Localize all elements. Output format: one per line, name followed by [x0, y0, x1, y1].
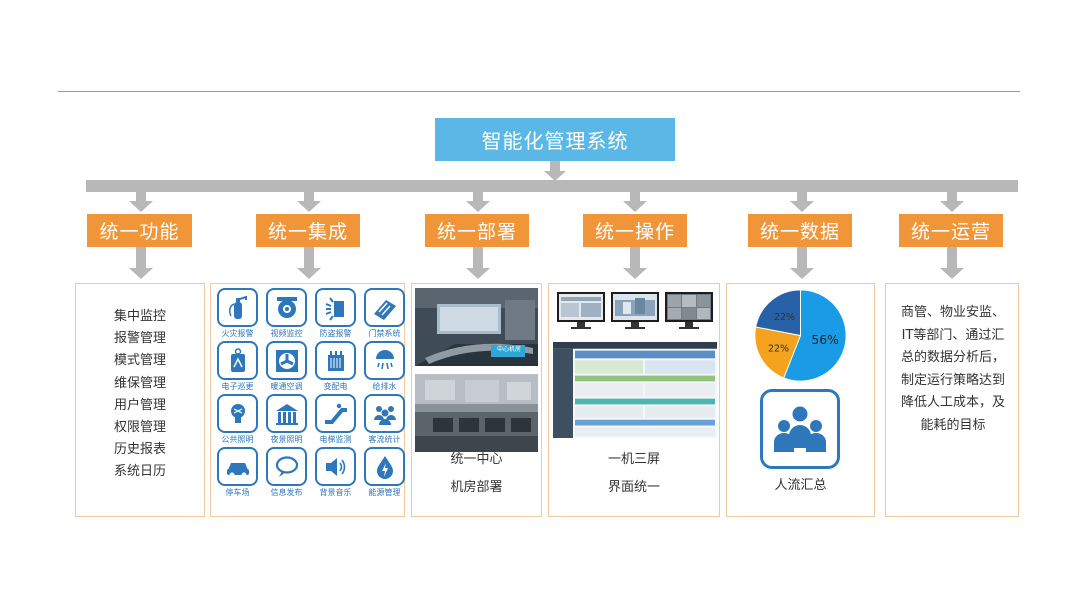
category-label-operations: 统一运营 — [899, 214, 1003, 247]
function-item: 模式管理 — [113, 353, 166, 369]
bulb-icon — [217, 394, 258, 433]
horizontal-bus — [86, 180, 1018, 192]
pie-slice-2 — [754, 326, 802, 379]
root-node: 智能化管理系统 — [435, 118, 675, 161]
integration-item-info: 信息发布 — [264, 447, 309, 498]
control-room-photo — [415, 288, 538, 366]
integration-icon-grid: 火灾报警 视频监控 防盗报警 门禁系统 电子巡更 — [215, 288, 407, 498]
integration-item-video: 视频监控 — [264, 288, 309, 339]
integration-item-night-light: 夜景照明 — [264, 394, 309, 445]
hvac-fan-icon — [266, 341, 307, 380]
pie-slice-label-2: 22% — [768, 343, 789, 354]
category-label-operation: 统一操作 — [583, 214, 687, 247]
speaker-icon — [315, 447, 356, 486]
panel-deployment: 中心机房 统一中心 机房部署 — [411, 283, 542, 517]
integration-item-access: 门禁系统 — [362, 288, 407, 339]
integration-item-burglar: 防盗报警 — [313, 288, 358, 339]
root-title: 智能化管理系统 — [481, 129, 629, 153]
fire-extinguisher-icon — [217, 288, 258, 327]
integration-item-energy: 能源管理 — [362, 447, 407, 498]
panel-operations: 商管、物业安监、IT等部门、通过汇总的数据分析后，制定运行策略达到降低人工成本，… — [885, 283, 1019, 517]
operations-description: 商管、物业安监、IT等部门、通过汇总的数据分析后，制定运行策略达到降低人工成本，… — [900, 305, 1005, 433]
integration-item-elevator: 电梯监测 — [313, 394, 358, 445]
building-light-icon — [266, 394, 307, 433]
category-label-data: 统一数据 — [748, 214, 852, 247]
car-icon — [217, 447, 258, 486]
deployment-line-1: 统一中心 — [450, 452, 503, 467]
arrow-label-3 — [466, 247, 490, 279]
function-item: 集中监控 — [113, 309, 166, 324]
dome-camera-icon — [266, 288, 307, 327]
integration-item-water: 给排水 — [362, 341, 407, 392]
operation-line-2: 界面统一 — [607, 480, 660, 495]
pie-chart: 56% 22% 22% — [754, 289, 847, 382]
integration-item-patrol: 电子巡更 — [215, 341, 260, 392]
shower-icon — [364, 341, 405, 380]
category-label-integration: 统一集成 — [256, 214, 360, 247]
arrow-bus-1 — [129, 192, 153, 212]
integration-item-power: 变配电 — [313, 341, 358, 392]
panel-data: 56% 22% 22% 人流汇总 — [726, 283, 875, 517]
panel-operation: 一机三屏 界面统一 — [548, 283, 720, 517]
pie-slice-1 — [783, 289, 847, 382]
arrow-bus-2 — [297, 192, 321, 212]
arrow-label-5 — [790, 247, 814, 279]
dashboard-screenshot — [553, 342, 717, 438]
top-divider — [58, 91, 1020, 92]
integration-item-public-light: 公共照明 — [215, 394, 260, 445]
photo-sign: 中心机房 — [496, 346, 521, 353]
function-item: 用户管理 — [113, 397, 166, 413]
function-item: 报警管理 — [113, 331, 166, 347]
function-item: 系统日历 — [113, 464, 166, 480]
server-room-photo — [415, 374, 538, 452]
operation-line-1: 一机三屏 — [607, 452, 660, 467]
category-label-deployment: 统一部署 — [425, 214, 529, 247]
three-monitors-image — [557, 292, 713, 329]
arrow-label-4 — [623, 247, 647, 279]
panel-integration: 火灾报警 视频监控 防盗报警 门禁系统 电子巡更 — [210, 283, 405, 517]
pie-slice-3 — [755, 289, 801, 337]
deployment-caption: 统一中心 机房部署 — [412, 446, 541, 502]
arrow-label-6 — [940, 247, 964, 279]
transformer-icon — [315, 341, 356, 380]
alarm-siren-icon — [315, 288, 356, 327]
escalator-icon — [315, 394, 356, 433]
integration-item-parking: 停车场 — [215, 447, 260, 498]
integration-item-fire-alarm: 火灾报警 — [215, 288, 260, 339]
operation-caption: 一机三屏 界面统一 — [549, 446, 719, 502]
access-card-icon — [364, 288, 405, 327]
pie-slice-label-1: 56% — [811, 333, 839, 347]
integration-item-hvac: 暖通空调 — [264, 341, 309, 392]
integration-item-passenger: 客流统计 — [362, 394, 407, 445]
arrow-bus-5 — [790, 192, 814, 212]
patrol-tag-icon — [217, 341, 258, 380]
integration-item-music: 背景音乐 — [313, 447, 358, 498]
arrow-bus-3 — [466, 192, 490, 212]
arrow-bus-4 — [623, 192, 647, 212]
root-connector-arrow — [544, 161, 566, 181]
category-label-function: 统一功能 — [87, 214, 192, 247]
function-item: 历史报表 — [113, 442, 166, 458]
energy-drop-icon — [364, 447, 405, 486]
function-list: 集中监控 报警管理 模式管理 维保管理 用户管理 权限管理 历史报表 系统日历 — [76, 284, 204, 484]
function-item: 权限管理 — [113, 420, 166, 436]
arrow-label-1 — [129, 247, 153, 279]
speech-bubble-icon — [266, 447, 307, 486]
function-item: 维保管理 — [113, 375, 166, 391]
data-caption: 人流汇总 — [774, 478, 827, 493]
people-flow-icon — [760, 389, 840, 469]
arrow-label-2 — [297, 247, 321, 279]
deployment-line-2: 机房部署 — [450, 480, 503, 495]
panel-functions: 集中监控 报警管理 模式管理 维保管理 用户管理 权限管理 历史报表 系统日历 — [75, 283, 205, 517]
pie-slice-label-3: 22% — [774, 312, 795, 323]
people-icon — [364, 394, 405, 433]
arrow-bus-6 — [940, 192, 964, 212]
